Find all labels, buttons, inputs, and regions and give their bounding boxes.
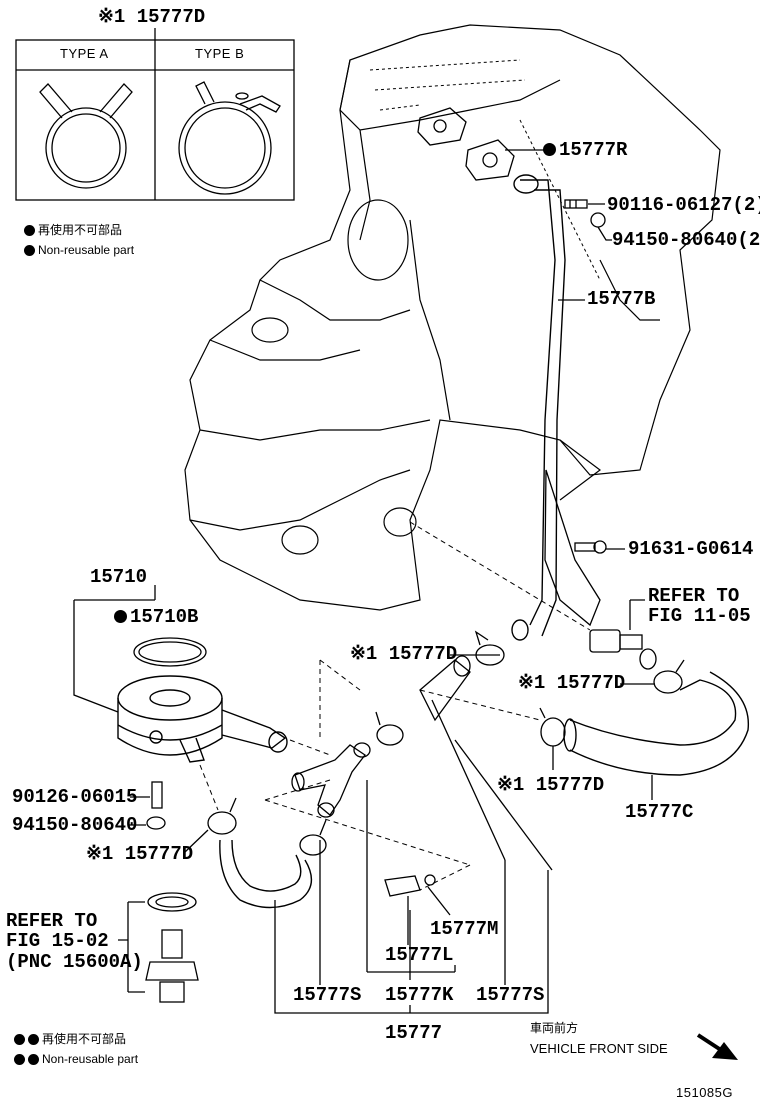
non-reusable-dot-icon <box>28 1034 39 1046</box>
non-reusable-dot-icon <box>14 1054 25 1066</box>
clamp-lower-icon <box>299 819 327 856</box>
legend-top-jp: 再使用不可部品 <box>24 224 122 237</box>
front-side-jp: 車両前方 <box>530 1021 579 1035</box>
part-15777-label: 15777 <box>385 1022 443 1044</box>
part-94150-pair-label: 94150-80640(2) <box>612 229 760 251</box>
top-callout-label: ※1 15777D <box>98 6 206 28</box>
gasket-icon <box>417 107 467 146</box>
refer-15-02-line2[interactable]: FIG 15-02 <box>6 930 109 952</box>
sensor-fitting-icon <box>589 629 657 670</box>
nut-94150-icon <box>146 816 166 830</box>
non-reusable-dot-icon <box>24 245 35 257</box>
clamp-d2-label: ※1 15777D <box>518 672 626 694</box>
hose-15777C <box>563 671 750 776</box>
legend-bottom-jp: 再使用不可部品 <box>14 1033 126 1046</box>
refer-11-05-line1[interactable]: REFER TO <box>648 585 740 607</box>
clamp-d3-label: ※1 15777D <box>497 774 605 796</box>
union-fitting-icon <box>145 892 199 1003</box>
tee-fitting-icon <box>291 742 371 818</box>
front-side-en: VEHICLE FRONT SIDE <box>530 1041 668 1056</box>
part-91631-label: 91631-G0614 <box>628 538 754 560</box>
non-reusable-dot-icon <box>114 610 127 624</box>
part-15777S-label-a: 15777S <box>293 984 362 1006</box>
clamp-d1-label: ※1 15777D <box>350 643 458 665</box>
type-b-clamp-icon <box>178 81 281 195</box>
clamp-d3-icon <box>539 707 566 747</box>
type-a-clamp-icon <box>39 83 133 189</box>
part-15710-label: 15710 <box>90 566 148 588</box>
clamp-d2-icon <box>653 659 685 694</box>
refer-11-05-line2[interactable]: FIG 11-05 <box>648 605 751 627</box>
pipe-15777B <box>511 174 566 641</box>
clamp-upper-icon <box>375 711 404 746</box>
clamp-d1-icon <box>474 630 505 666</box>
valve-15777M-icon <box>384 874 436 897</box>
non-reusable-dot-icon <box>14 1034 25 1046</box>
part-90126-label: 90126-06015 <box>12 786 138 808</box>
bolt-90126-icon <box>151 781 163 809</box>
hose-straight-icon <box>419 655 471 722</box>
refer-15-02-line3[interactable]: (PNC 15600A) <box>6 951 143 973</box>
engine-block <box>184 24 721 611</box>
hose-lower-icon <box>219 839 313 909</box>
clamp-d4-icon <box>207 797 237 835</box>
non-reusable-dot-icon <box>28 1054 39 1066</box>
clamp-d4-label: ※1 15777D <box>86 843 194 865</box>
legend-bottom-en: Non-reusable part <box>14 1053 138 1066</box>
part-15777L-label: 15777L <box>385 944 454 966</box>
figure-id: 151085G <box>676 1085 733 1100</box>
non-reusable-dot-icon <box>24 225 35 237</box>
nut-icon <box>590 212 606 228</box>
bolt-icon <box>564 199 588 209</box>
part-15777S-label-b: 15777S <box>476 984 545 1006</box>
part-15710B-label: 15710B <box>114 608 198 627</box>
non-reusable-dot-icon <box>543 143 556 157</box>
refer-15-02-line1[interactable]: REFER TO <box>6 910 98 932</box>
part-94150-label: 94150-80640 <box>12 814 138 836</box>
gasket-15777R-icon <box>465 139 515 181</box>
part-90116-label: 90116-06127(2) <box>607 194 760 216</box>
part-15777C-label: 15777C <box>625 801 694 823</box>
oring-15710B-icon <box>133 637 207 667</box>
bracket-icon <box>544 469 601 627</box>
type-b-label: TYPE B <box>195 46 245 61</box>
oil-cooler-icon <box>117 675 288 763</box>
part-15777K-label: 15777K <box>385 984 454 1006</box>
bolt-91631-icon <box>574 540 607 554</box>
part-15777M-label: 15777M <box>430 918 499 940</box>
front-arrow-icon <box>696 1033 738 1060</box>
part-15777R-label: 15777R <box>543 141 627 160</box>
type-a-label: TYPE A <box>60 46 109 61</box>
legend-top-en: Non-reusable part <box>24 244 134 257</box>
part-15777B-label: 15777B <box>587 288 656 310</box>
